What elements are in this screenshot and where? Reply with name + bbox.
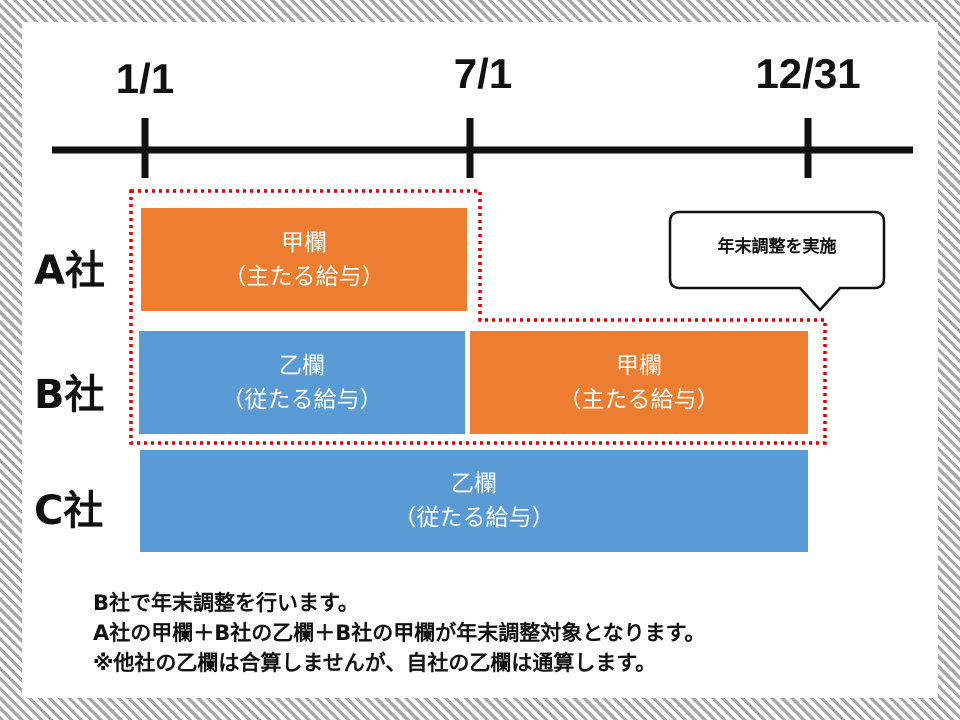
bar-b-otsu: 乙欄 （従たる給与） (139, 331, 465, 434)
bar-title: 乙欄 (451, 471, 497, 497)
tick-label-mid: 7/1 (453, 50, 513, 97)
bar-title: 乙欄 (279, 352, 325, 379)
bar-subtitle: （従たる給与） (221, 386, 383, 413)
bar-a-kou: 甲欄 （主たる給与） (141, 208, 467, 311)
bar-subtitle: （主たる給与） (223, 263, 385, 290)
row-label-c: C社 (34, 488, 104, 534)
bar-title: 甲欄 (616, 352, 662, 379)
row-label-a: A社 (34, 248, 105, 294)
bar-subtitle: （主たる給与） (558, 386, 720, 413)
row-label-b: B社 (34, 372, 105, 418)
bar-title: 甲欄 (281, 229, 327, 256)
bar-c-otsu: 乙欄 （従たる給与） (140, 450, 808, 552)
callout-bubble (668, 210, 886, 312)
callout-text: 年末調整を実施 (717, 237, 837, 257)
note-line-1: B社で年末調整を行います。 (93, 591, 359, 615)
tick-label-start: 1/1 (115, 55, 175, 102)
bar-b-kou: 甲欄 （主たる給与） (470, 331, 808, 434)
note-line-2: A社の甲欄＋B社の乙欄＋B社の甲欄が年末調整対象となります。 (93, 621, 706, 645)
tick-label-end: 12/31 (755, 50, 861, 97)
note-line-3: ※他社の乙欄は合算しませんが、自社の乙欄は通算します。 (93, 651, 657, 675)
bar-subtitle: （従たる給与） (393, 505, 555, 531)
